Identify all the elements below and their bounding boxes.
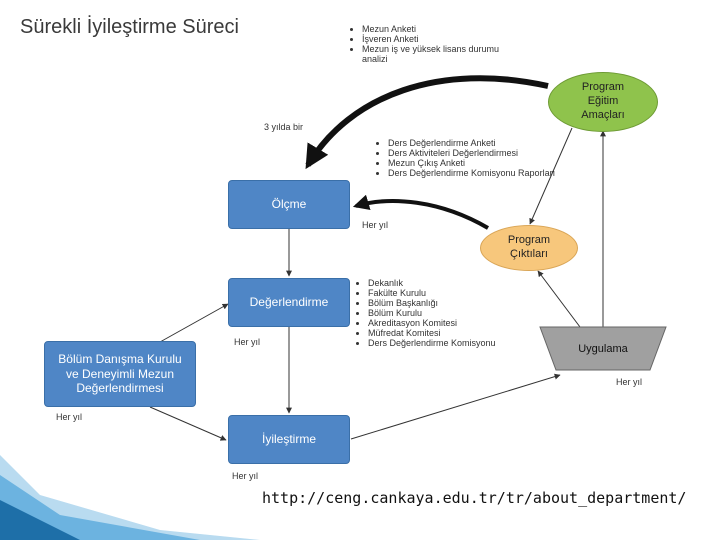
- corner-decoration: [0, 455, 260, 540]
- arrow-iyilestirme-to-uygulama: [350, 373, 561, 440]
- olcme-freq-label: Her yıl: [362, 220, 389, 230]
- iyilestirme-box: İyileştirme: [228, 415, 350, 464]
- list-item: Bölüm Kurulu: [368, 308, 498, 318]
- list-item: Mezun Çıkış Anketi: [388, 158, 560, 168]
- uygulama-freq-label: Her yıl: [616, 377, 643, 387]
- amaclar-ellipse: Program Eğitim Amaçları: [548, 72, 658, 132]
- arrow-danisma-to-degerlendirme: [159, 303, 229, 343]
- degerlendirme-label: Değerlendirme: [249, 295, 329, 310]
- list-item: Ders Değerlendirme Komisyonu Raporları: [388, 168, 560, 178]
- list-item: İşveren Anketi: [362, 34, 502, 44]
- degerlendirme-freq-label: Her yıl: [234, 337, 261, 347]
- uygulama-label: Uygulama: [578, 343, 628, 355]
- list-item: Ders Değerlendirme Anketi: [388, 138, 560, 148]
- ciktilar-label: Program Çıktıları: [507, 234, 551, 260]
- arrow-uygulama-to-ciktilar: [537, 270, 581, 328]
- list-item: Mezun iş ve yüksek lisans durumu analizi: [362, 44, 502, 64]
- danisma-freq-label: Her yıl: [56, 412, 83, 422]
- mid-list: Ders Değerlendirme Anketi Ders Aktivitel…: [376, 138, 560, 178]
- iyilestirme-freq-label: Her yıl: [232, 471, 259, 481]
- list-item: Bölüm Başkanlığı: [368, 298, 498, 308]
- list-item: Müfredat Komitesi: [368, 328, 498, 338]
- olcme-box: Ölçme: [228, 180, 350, 229]
- list-item: Mezun Anketi: [362, 24, 502, 34]
- uygulama-shape: [539, 326, 667, 371]
- iyilestirme-label: İyileştirme: [261, 432, 316, 447]
- danisma-label: Bölüm Danışma Kurulu ve Deneyimli Mezun …: [58, 352, 182, 396]
- list-item: Ders Aktiviteleri Değerlendirmesi: [388, 148, 560, 158]
- list-item: Fakülte Kurulu: [368, 288, 498, 298]
- arrow-danisma-to-iyilestirme: [149, 406, 227, 441]
- page-title: Sürekli İyileştirme Süreci: [20, 16, 239, 38]
- top-list: Mezun Anketi İşveren Anketi Mezun iş ve …: [350, 24, 502, 64]
- ciktilar-ellipse: Program Çıktıları: [480, 225, 578, 271]
- danisma-box: Bölüm Danışma Kurulu ve Deneyimli Mezun …: [44, 341, 196, 407]
- arrow-ciktilar-to-olcme: [352, 194, 490, 230]
- list-item: Dekanlık: [368, 278, 498, 288]
- amaclar-label: Program Eğitim Amaçları: [581, 81, 625, 121]
- arrow-amaclar-to-ciktilar: [529, 127, 573, 225]
- arrow-amaclar-to-olcme: [305, 75, 549, 170]
- source-url: http://ceng.cankaya.edu.tr/tr/about_depa…: [262, 489, 687, 507]
- list-item: Akreditasyon Komitesi: [368, 318, 498, 328]
- list-item: Ders Değerlendirme Komisyonu: [368, 338, 498, 348]
- degerlendirme-box: Değerlendirme: [228, 278, 350, 327]
- uc-yil-label: 3 yılda bir: [264, 122, 304, 132]
- olcme-label: Ölçme: [271, 197, 307, 212]
- committees-list: Dekanlık Fakülte Kurulu Bölüm Başkanlığı…: [356, 278, 498, 348]
